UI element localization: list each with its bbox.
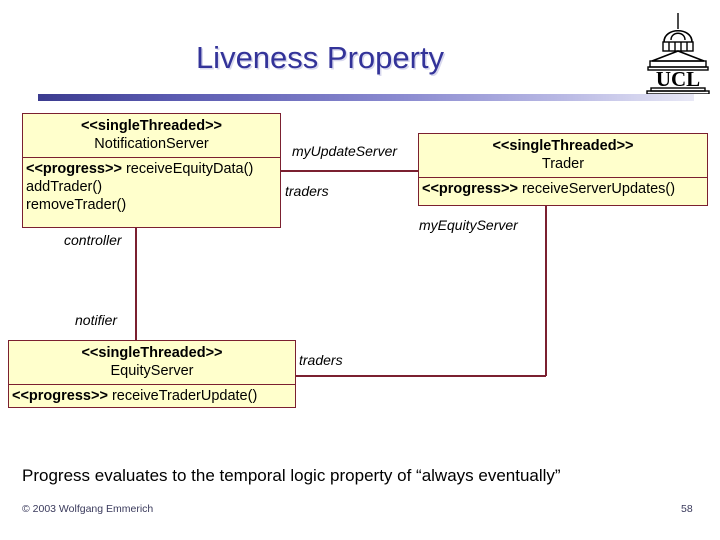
uml-operation-stereotype: <<progress>> — [422, 181, 518, 197]
slide-caption: Progress evaluates to the temporal logic… — [22, 466, 561, 485]
association-line-notificationserver-trader — [280, 170, 419, 172]
uml-class-header: <<singleThreaded>> Trader — [419, 134, 707, 178]
association-role-traders-bottom: traders — [299, 352, 343, 368]
uml-class-name: Trader — [541, 156, 585, 172]
uml-class-operations: <<progress>> receiveTraderUpdate() — [9, 385, 295, 408]
footer-page-number: 58 — [681, 503, 693, 515]
uml-class-operations: <<progress>> receiveEquityData() addTrad… — [23, 158, 280, 217]
page-title: Liveness Property — [195, 40, 445, 75]
uml-class-stereotype: <<singleThreaded>> — [80, 118, 223, 134]
uml-class-name: NotificationServer — [94, 136, 209, 152]
uml-class-operations: <<progress>> receiveServerUpdates() — [419, 178, 707, 201]
uml-operation: addTrader() — [26, 178, 277, 196]
association-line-notificationserver-equityserver — [135, 228, 137, 341]
uml-operation-signature: receiveEquityData() — [125, 161, 254, 177]
uml-operation: <<progress>> receiveServerUpdates() — [422, 180, 704, 198]
uml-operation-signature: receiveServerUpdates() — [521, 181, 676, 197]
uml-operation: removeTrader() — [26, 196, 277, 214]
association-role-notifier: notifier — [75, 312, 118, 328]
uml-operation-signature: addTrader() — [26, 179, 103, 195]
uml-class-trader[interactable]: <<singleThreaded>> Trader <<progress>> r… — [418, 133, 708, 206]
footer-copyright: © 2003 Wolfgang Emmerich — [22, 503, 154, 515]
uml-class-header: <<singleThreaded>> NotificationServer — [23, 114, 280, 158]
association-line-trader-vertical — [545, 205, 547, 376]
uml-class-notification-server[interactable]: <<singleThreaded>> NotificationServer <<… — [22, 113, 281, 228]
ucl-logo-text: UCL — [656, 67, 700, 91]
ucl-logo: UCL — [640, 12, 716, 95]
uml-class-stereotype: <<singleThreaded>> — [492, 138, 634, 154]
uml-class-header: <<singleThreaded>> EquityServer — [9, 341, 295, 385]
uml-class-stereotype: <<singleThreaded>> — [81, 345, 223, 361]
uml-operation-stereotype: <<progress>> — [12, 388, 108, 404]
uml-operation: <<progress>> receiveEquityData() — [26, 160, 277, 178]
uml-operation: <<progress>> receiveTraderUpdate() — [12, 387, 292, 405]
title-underline-bar — [38, 94, 694, 101]
uml-operation-stereotype: <<progress>> — [26, 161, 122, 177]
uml-operation-signature: removeTrader() — [26, 197, 127, 213]
association-role-my-update-server: myUpdateServer — [292, 143, 398, 159]
association-role-traders-top: traders — [285, 183, 329, 199]
uml-operation-signature: receiveTraderUpdate() — [111, 388, 258, 404]
association-role-my-equity-server: myEquityServer — [419, 217, 518, 233]
uml-class-name: EquityServer — [110, 363, 194, 379]
association-line-equityserver-trader — [295, 375, 546, 377]
association-role-controller: controller — [64, 232, 122, 248]
uml-class-equity-server[interactable]: <<singleThreaded>> EquityServer <<progre… — [8, 340, 296, 408]
